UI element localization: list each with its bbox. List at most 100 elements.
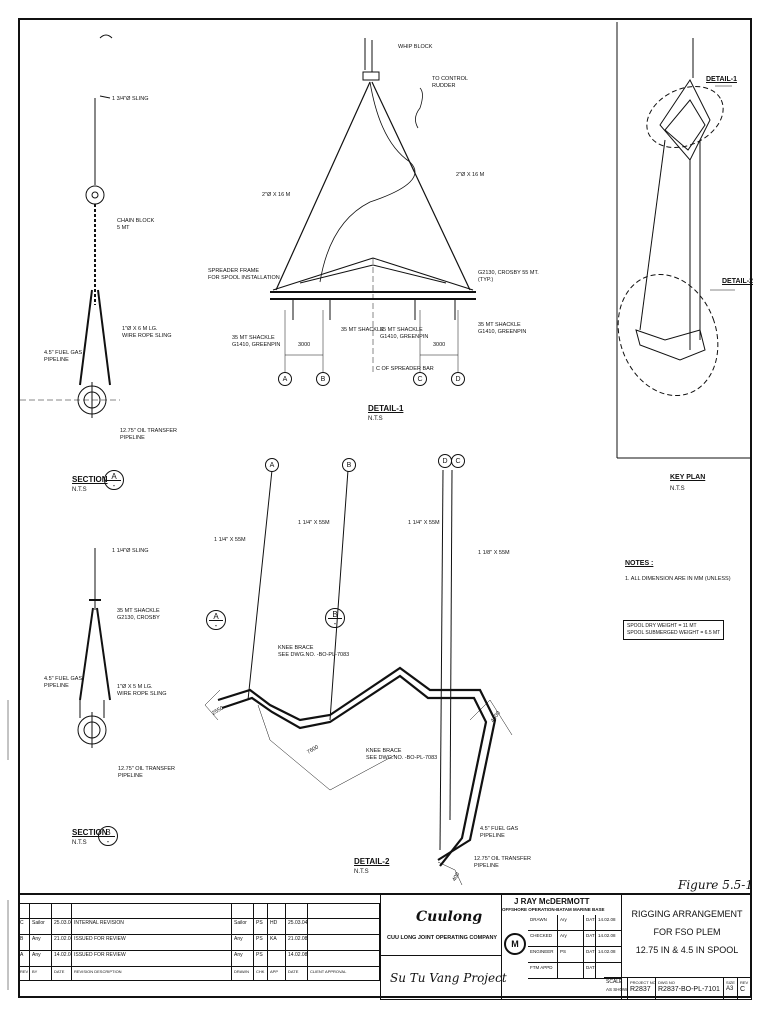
project-name: Su Tu Vang Project [390,971,507,985]
signoff-date-label: DATE [584,915,596,931]
section-a-title: SECTION [72,475,108,484]
revision-empty-cell [268,903,286,919]
signoff-role: ENGINEER [528,947,558,963]
revision-cell-desc: ISSUED FOR REVIEW [72,935,232,951]
section-a-chain-block-label: CHAIN BLOCK 5 MT [117,218,155,231]
revision-empty-cell [18,903,30,919]
detail-1-rigging [270,38,476,375]
section-b-scale: N.T.S [72,840,87,846]
key-plan-detail-1-label: DETAIL-1 [706,76,737,83]
revision-cell-by: Any [30,935,52,951]
section-a-fuel-gas-label: 4.5" FUEL GAS PIPELINE [44,350,83,363]
section-a-rigging [20,34,120,418]
dwg-no-cell: DWG NO R2837-BO-PL-7101 [656,977,724,1000]
detail-1-shackle-left-label: 35 MT SHACKLE G1410, GREENPIN [232,335,281,348]
key-plan-frame [616,22,752,459]
section-b-rigging [77,548,111,748]
revision-cell-chk: PS [254,919,268,935]
project-no-value: R2837 [630,986,651,993]
size-cell: SIZE A3 [724,977,738,1000]
key-plan-scale: N.T.S [670,486,685,492]
detail-1-centerline-label: C OF SPREADER BAR [376,366,434,372]
section-b-fuel-gas-label: 4.5" FUEL GAS PIPELINE [44,676,83,689]
revision-cell-date: 25.03.04 [52,919,72,935]
detail-1-g2130-label: G2130, CROSBY 55 MT. (TYP.) [478,270,539,283]
signoff-date: 14.02.08 [596,915,622,931]
scale-cell: SCALE AS SHOWN [604,977,628,1000]
section-a-wire-rope-label: 1"Ø x 6 M LG. WIRE ROPE SLING [122,326,172,339]
detail-1-marker-a: A [278,372,292,386]
revision-cell-rev: A [18,951,30,967]
rev-cell: REV C [738,977,752,1000]
signoff-date: 14.02.08 [596,947,622,963]
revision-cell-chk: PS [254,951,268,967]
section-b-shackle-label: 35 MT SHACKLE G2130, CROSBY [117,608,160,621]
detail-1-shackle-right-label: 35 MT SHACKLE G1410, GREENPIN [478,322,527,335]
scale-value: AS SHOWN [606,987,628,992]
detail-1-shackle-mid-label: 35 MT SHACKLE G1410, GREENPIN [380,327,429,340]
signoff-name [558,963,584,979]
revision-cell-app: KA [268,935,286,951]
detail-2-marker-b: B [342,458,356,472]
key-plan-detail-2-label: DETAIL-2 [722,278,753,285]
detail-1-sling-left-label: 2"Ø x 16 M [262,192,291,198]
detail-2-oil-transfer-label: 12.75" OIL TRANSFER PIPELINE [474,856,531,869]
signoff-date-label: DATE [584,963,596,979]
dwg-no-label: DWG NO [658,980,675,985]
rev-value: C [740,986,746,993]
detail-2-sling-a-label: 1 1/4" x 55M [214,537,246,543]
section-a-sling-label: 1 3/4"Ø SLING [112,96,149,102]
revision-cell-drawn: Any [232,951,254,967]
detail-1-shackle-mid2-label: 35 MT SHACKLE [341,327,384,333]
revision-cell-by: Sailor [30,919,52,935]
notes-title: NOTES : [625,560,654,567]
signoff-role: DRAWN [528,915,558,931]
signoff-date [596,963,622,979]
detail-2-sling-b-label: 1 1/4" x 55M [298,520,330,526]
detail-1-sling-right-label: 2"Ø x 16 M [456,172,485,178]
section-b-sling-label: 1 1/4"Ø SLING [112,548,149,554]
client-name: CUU LONG JOINT OPERATING COMPANY [387,935,498,941]
revision-cell-drawn: Any [232,935,254,951]
section-a-scale: N.T.S [72,487,87,493]
section-b-marker: B- [98,826,118,846]
detail-2-knee-brace-2-label: KNEE BRACE SEE DWG.NO. -BO-PL-7083 [366,748,438,761]
signoff-name: Ary [558,915,584,931]
project-no-label: PROJECT NO. [630,980,656,985]
drawing-title-line-3: 12.75 IN & 4.5 IN SPOOL [635,945,739,955]
signoff-date-label: DATE [584,931,596,947]
notes-item-1: 1. ALL DIMENSION ARE IN MM (UNLESS) [625,576,731,582]
signoff-role: CHECKED [528,931,558,947]
detail-2-marker-a: A [265,458,279,472]
signoff-role: FTM APPD [528,963,558,979]
rev-label: REV [740,980,749,985]
revision-cell-app: HD [268,919,286,935]
revision-empty-cell [308,903,380,919]
revision-empty-cell [286,903,308,919]
detail-1-dim-right: 3000 [433,342,446,348]
revision-empty-cell [72,903,232,919]
revision-cell-rev: B [18,935,30,951]
contractor-logo-icon: M [504,933,526,955]
signoff-date: 14.02.08 [596,931,622,947]
detail-1-dim-left: 3000 [298,342,311,348]
detail-2-sling-d-label: 1 1/4" x 55M [408,520,440,526]
contractor-sub: OFFSHORE OPERATION-BATAM MARINE BASE [502,907,605,912]
project-no-cell: PROJECT NO. R2837 [628,977,656,1000]
detail-2-title: DETAIL-2 [354,857,390,866]
drawing-title-line-2: FOR FSO PLEM [653,927,721,937]
revision-cell-desc: INTERNAL REVISION [72,919,232,935]
section-a-marker: A- [104,470,124,490]
section-b-title: SECTION [72,828,108,837]
revision-cell-app [268,951,286,967]
detail-1-scale: N.T.S [368,416,383,422]
revision-empty-cell [52,903,72,919]
revision-cell-by: Any [30,951,52,967]
signoff-name: PS [558,947,584,963]
client-divider [380,955,502,956]
revision-cell-app_date: 25.03.04 [286,919,308,935]
size-value: A3 [726,986,734,992]
revision-cell-drawn: Sailor [232,919,254,935]
